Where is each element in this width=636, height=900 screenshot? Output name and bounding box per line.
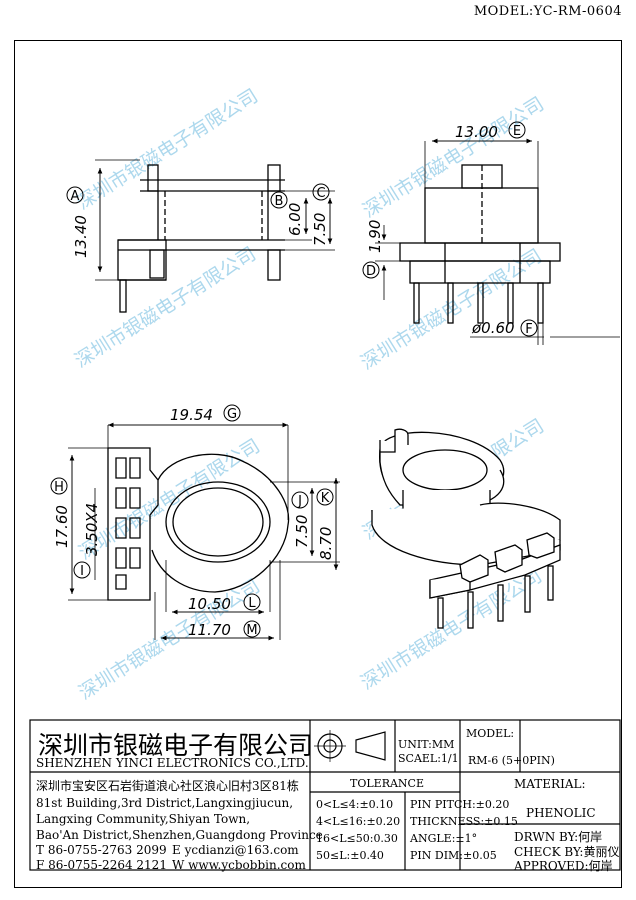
material-value: PHENOLIC [526,806,596,820]
watermark: 深圳市银磁电子有限公司 [75,435,264,564]
callout-m [243,620,261,638]
dim-j-value: 7.50 [293,515,311,548]
dim-h-value: 17.60 [53,505,71,548]
scale-label: SCAEL:1/1 [398,752,459,765]
model-value: RM-6 (5+0PIN) [468,754,555,767]
dim-g-value: 19.54 [170,406,213,424]
dimension-h: H 17.60 [50,477,71,548]
callout-l [243,593,261,611]
dimension-b: B 6.00 [270,191,304,236]
dimension-j: J 7.50 [291,491,311,548]
dim-c-value: 7.50 [311,213,329,246]
callout-h [50,477,68,495]
callout-c-label: C [316,186,325,201]
website: W www.ycbobbin.com [172,858,306,872]
callout-i-label: I [80,564,84,579]
dimension-k: K 8.70 [316,488,335,560]
callout-d [362,261,380,279]
side-view [95,159,335,313]
dimension-i: 3.50X4 I [73,503,101,579]
dim-a-value: 13.40 [72,215,90,258]
dim-d-value: 1.90 [366,220,384,253]
callout-e-label: E [513,124,521,139]
dimension-a: A 13.40 [66,186,90,258]
dim-i-value: 3.50X4 [83,503,101,556]
callout-b-label: B [275,194,284,209]
dim-k-value: 8.70 [317,527,335,560]
fax: F 86-0755-2264 2121 [36,858,167,872]
approved-by: APPROVED:何岸 [514,859,613,873]
callout-j-label: J [297,494,302,509]
watermark: 深圳市银磁电子有限公司 [75,575,264,704]
dim-m-value: 11.70 [188,621,231,639]
callout-f [520,319,538,337]
tolerance-row: 0<L≤4:±0.10 [316,798,394,811]
dim-b-value: 6.00 [286,203,304,236]
email: E ycdianzi@163.com [172,843,299,857]
dimension-d: 1.90 D [362,220,384,279]
dimension-f: ø0.60 F [471,319,538,337]
address-en-line2: Langxing Community,Shiyan Town, [36,812,251,826]
watermarks: 深圳市银磁电子有限公司 深圳市银磁电子有限公司 深圳市银磁电子有限公司 深圳市银… [71,85,548,704]
dim-e-value: 13.00 [455,123,498,141]
callout-d-label: D [366,264,376,279]
model-header: MODEL:YC-RM-0604 [473,4,622,19]
title-block-grid [29,719,621,871]
callout-a-label: A [71,189,80,204]
callout-m-label: M [246,623,257,638]
tolerance-row: 16<L≤50:0.30 [316,832,398,845]
callout-k-label: K [321,491,330,506]
dimension-l: 10.50 L [188,593,261,613]
telephone: T 86-0755-2763 2099 [36,843,167,857]
address-en-line1: 81st Building,3rd District,Langxingjiucu… [36,796,294,810]
unit-label: UNIT:MM [398,738,455,751]
callout-i [73,561,91,579]
dim-l-value: 10.50 [188,595,231,613]
pin-spec-row: ANGLE:±1° [410,832,478,845]
callout-h-label: H [54,480,64,495]
drawn-by: DRWN BY:何岸 [514,830,603,844]
dimension-c: C 7.50 [311,183,330,246]
company-name-en: SHENZHEN YINCI ELECTRONICS CO.,LTD. [36,756,309,770]
callout-e [508,121,526,139]
drawing-frame [14,40,622,888]
pin-spec-row: PIN PITCH:±0.20 [410,798,510,811]
tolerance-title: TOLERANCE [350,777,424,790]
pin-spec-row: PIN DIM:±0.05 [410,849,497,862]
callout-f-label: F [525,322,532,337]
isometric-view [371,428,561,629]
pin-spec-row: THICKNESS:±0.15 [410,815,518,828]
top-view [68,422,340,641]
address-cn: 深圳市宝安区石岩街道浪心社区浪心旧村3区81栋 [36,779,299,793]
checked-by: CHECK BY:黄丽仪 [514,845,620,859]
callout-k [316,488,334,506]
callout-a [66,186,84,204]
callout-j [291,491,309,509]
callout-l-label: L [248,596,256,611]
tolerance-row: 50≤L:±0.40 [316,849,384,862]
dim-f-value: ø0.60 [471,319,515,337]
dimension-g: 19.54 G [170,404,241,424]
dimension-e: 13.00 E [455,121,526,141]
dimension-m: 11.70 M [188,620,261,639]
watermark: 深圳市银磁电子有限公司 [359,93,548,222]
front-view [375,138,620,345]
callout-g-label: G [227,407,237,422]
material-label: MATERIAL: [514,777,586,791]
callout-c [312,183,330,201]
tolerance-row: 4<L≤16:±0.20 [316,815,401,828]
watermark: 深圳市银磁电子有限公司 [73,85,262,214]
watermark: 深圳市银磁电子有限公司 [357,245,546,374]
callout-b [270,191,288,209]
address-en-line3: Bao'An District,Shenzhen,Guangdong Provi… [36,828,323,842]
callout-g [223,404,241,422]
company-name-cn: 深圳市银磁电子有限公司 [38,731,314,760]
model-label: MODEL: [466,727,515,740]
